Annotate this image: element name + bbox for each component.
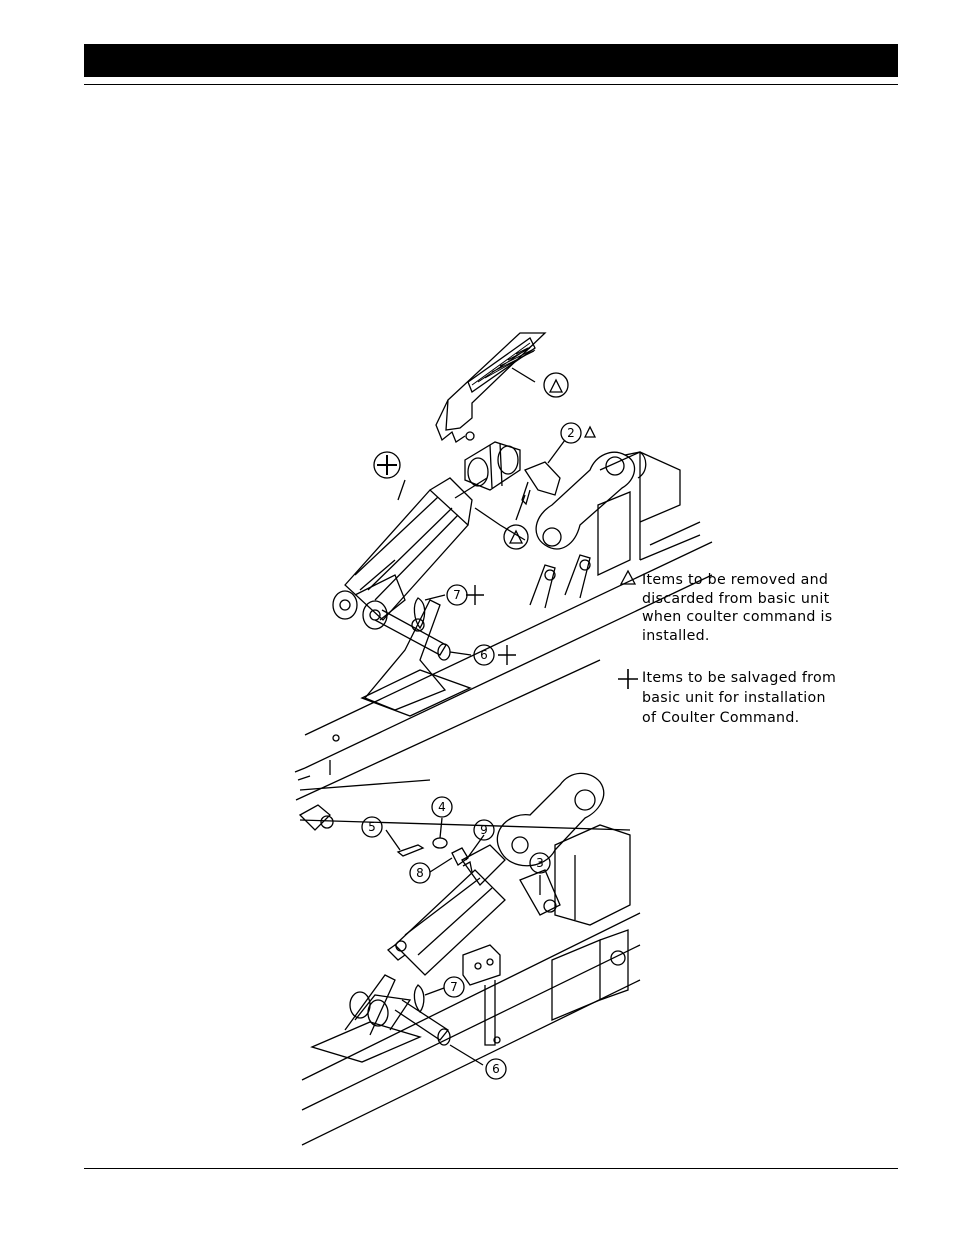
legend-removed-line-3: when coulter command is [642,609,833,626]
callout-5-label: 5 [368,820,376,834]
callout-6-top-label: 6 [480,648,488,662]
legend-salvaged-line-3: of Coulter Command. [642,710,800,726]
legend-removed-line-1: Items to be removed and [642,572,829,588]
callout-2 [560,422,582,444]
plus-icon [377,455,397,475]
triangle-icon [619,569,637,585]
legend-salvaged-line-2: basic unit for installation [642,690,826,706]
callout-6-bottom [485,1058,507,1080]
plus-icon [466,585,484,605]
callout-6-bottom-label: 6 [492,1062,500,1076]
callout-plus-cylinder [373,451,401,479]
callout-8-label: 8 [416,866,424,880]
callout-5 [361,816,383,838]
legend-removed-line-2: discarded from basic unit [642,590,830,607]
callout-3-label: 3 [536,856,544,870]
callout-4 [431,796,453,818]
plus-icon [498,645,516,665]
legend-removed-line-4: installed. [642,627,710,644]
legend-salvaged-line-1: Items to be salvaged from [642,670,837,686]
top-illustration [295,332,713,801]
callout-7-bottom-label: 7 [450,980,458,994]
callout-6-top [473,644,495,666]
callout-4-label: 4 [438,800,446,814]
plus-icon [618,669,638,689]
header-rule [84,84,898,85]
callout-9 [473,819,495,841]
callout-2-label: 2 [567,426,575,440]
bottom-illustration [294,767,641,1146]
triangle-icon [583,425,597,438]
callout-triangle-bar [543,372,569,398]
triangle-icon [508,529,524,544]
callout-7-bottom [443,976,465,998]
callout-7-top-label: 7 [453,588,461,602]
triangle-icon [548,378,564,393]
callout-9-label: 9 [480,823,488,837]
footer-rule [84,1168,898,1169]
header-bar [84,44,898,77]
callout-3 [529,852,551,874]
callout-triangle-pin [503,524,529,550]
callout-8 [409,862,431,884]
